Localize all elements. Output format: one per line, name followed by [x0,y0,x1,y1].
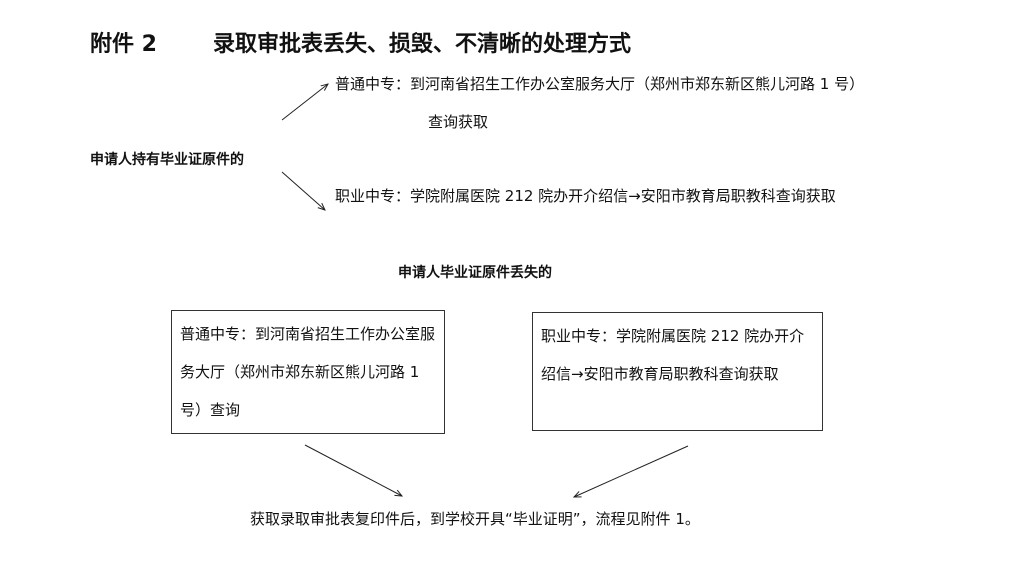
lost-cert-label: 申请人毕业证原件丢失的 [398,265,552,281]
annex-label: 附件 2 [90,32,157,57]
arrow-to-general [281,84,328,121]
general-path-box: 普通中专：到河南省招生工作办公室服务大厅（郑州市郑东新区熊儿河路 1 号）查询 [171,310,445,434]
vocational-path-box: 职业中专：学院附属医院 212 院办开介绍信→安阳市教育局职教科查询获取 [532,312,823,431]
arrow-general-to-result [304,444,402,496]
arrow-vocational-to-result [574,445,689,497]
general-path-text-cont: 查询获取 [428,113,489,131]
page-title: 录取审批表丢失、损毁、不清晰的处理方式 [213,32,632,57]
vocational-path-text: 职业中专：学院附属医院 212 院办开介绍信→安阳市教育局职教科查询获取 [335,187,836,205]
arrow-to-vocational [281,171,325,210]
result-text: 获取录取审批表复印件后，到学校开具“毕业证明”，流程见附件 1。 [250,510,700,528]
general-path-text: 普通中专：到河南省招生工作办公室服务大厅（郑州市郑东新区熊儿河路 1 号） [335,75,865,93]
original-cert-label: 申请人持有毕业证原件的 [90,152,244,168]
